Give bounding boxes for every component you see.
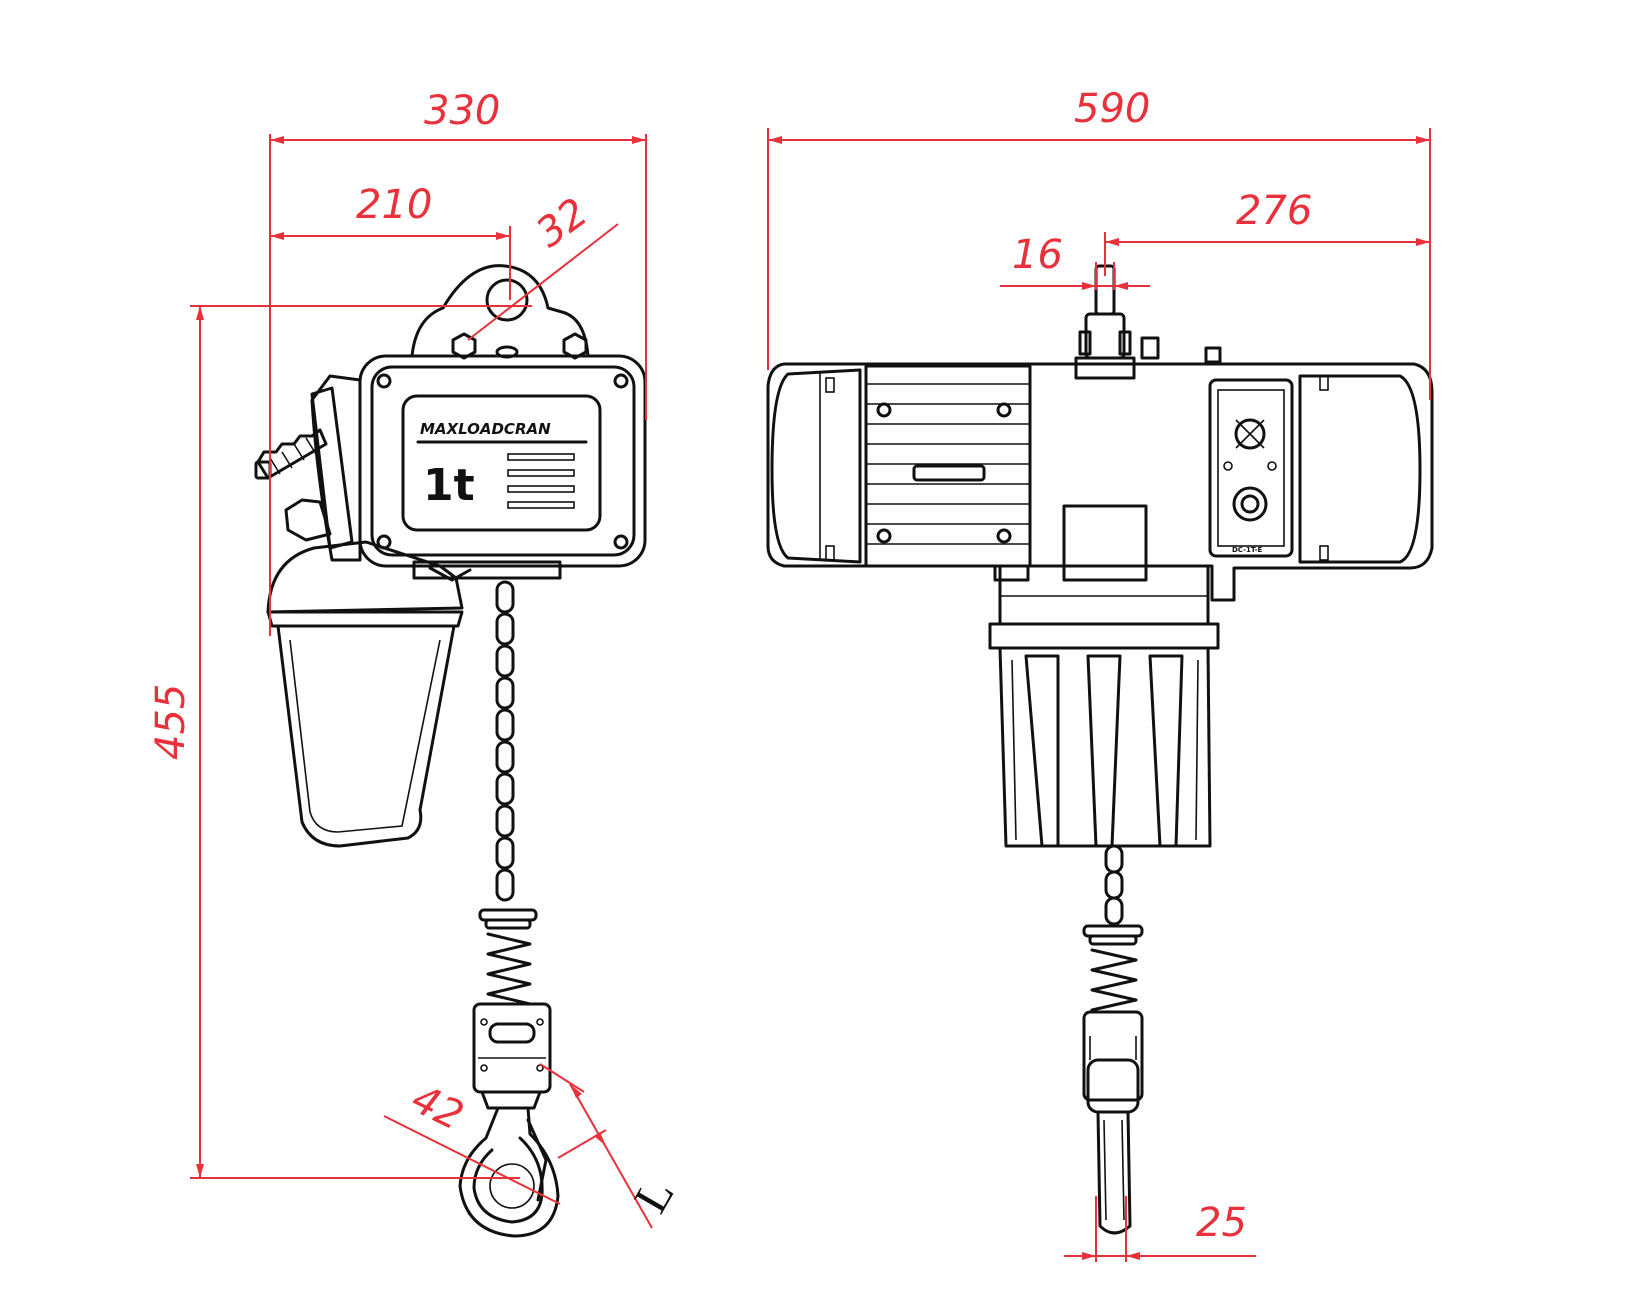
- brand-name: MAXLOADCRAN: [420, 420, 551, 438]
- dim-front-width-right: 276: [1104, 188, 1430, 276]
- front-view: DC-1T-E: [766, 86, 1434, 1262]
- controller-label: DC-1T-E: [1232, 546, 1263, 554]
- capacity-label: 1t: [423, 460, 475, 511]
- dim-suspension-offset: 16: [1000, 232, 1150, 290]
- dim-25: 25: [1196, 1200, 1247, 1246]
- load-chain-front: [1104, 844, 1124, 926]
- dim-height: 455: [148, 306, 520, 1179]
- controller-panel: DC-1T-E: [1208, 378, 1294, 558]
- dim-side-width-total: 330: [269, 88, 647, 636]
- cable-gland-icon: [254, 428, 328, 480]
- load-chain-side: [495, 580, 515, 902]
- dim-455: 455: [148, 684, 194, 760]
- dim-32: 32: [528, 190, 596, 257]
- dim-front-width-total: 590: [767, 86, 1431, 400]
- dim-hook-length: L: [539, 1063, 685, 1229]
- dim-side-width-hook: 210: [270, 182, 511, 300]
- side-view: MAXLOADCRAN 1t: [148, 88, 685, 1238]
- dim-L: L: [624, 1170, 685, 1222]
- dim-330: 330: [424, 88, 500, 134]
- dim-hook-thickness: 25: [1064, 1196, 1256, 1262]
- dim-590: 590: [1074, 86, 1150, 132]
- dim-210: 210: [356, 182, 432, 228]
- hook-icon-side: [458, 1106, 560, 1238]
- dim-276: 276: [1236, 188, 1312, 234]
- dim-16: 16: [1012, 232, 1063, 278]
